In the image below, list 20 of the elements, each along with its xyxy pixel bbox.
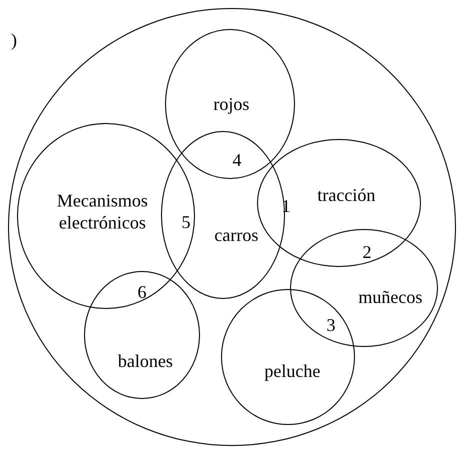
set-circle [257, 139, 422, 268]
set-circle [17, 123, 196, 310]
region-number: 3 [326, 316, 336, 334]
set-circle [221, 289, 356, 426]
region-number: 4 [232, 151, 242, 169]
bracket-mark: ) [11, 31, 17, 49]
region-number: 2 [362, 243, 372, 261]
set-label: balones [118, 352, 173, 374]
set-label: peluche [264, 362, 320, 384]
set-label: rojos [213, 94, 250, 116]
set-circle [165, 29, 296, 180]
set-circle [84, 271, 200, 400]
region-number: 6 [138, 283, 146, 301]
universe-ellipse [8, 8, 456, 446]
set-label: muñecos [358, 288, 422, 310]
set-circle [290, 229, 438, 348]
region-number: 5 [182, 213, 190, 231]
set-label: Mecanismos electrónicos [56, 190, 148, 234]
set-label: carros [214, 226, 258, 248]
set-label: tracción [317, 186, 376, 208]
